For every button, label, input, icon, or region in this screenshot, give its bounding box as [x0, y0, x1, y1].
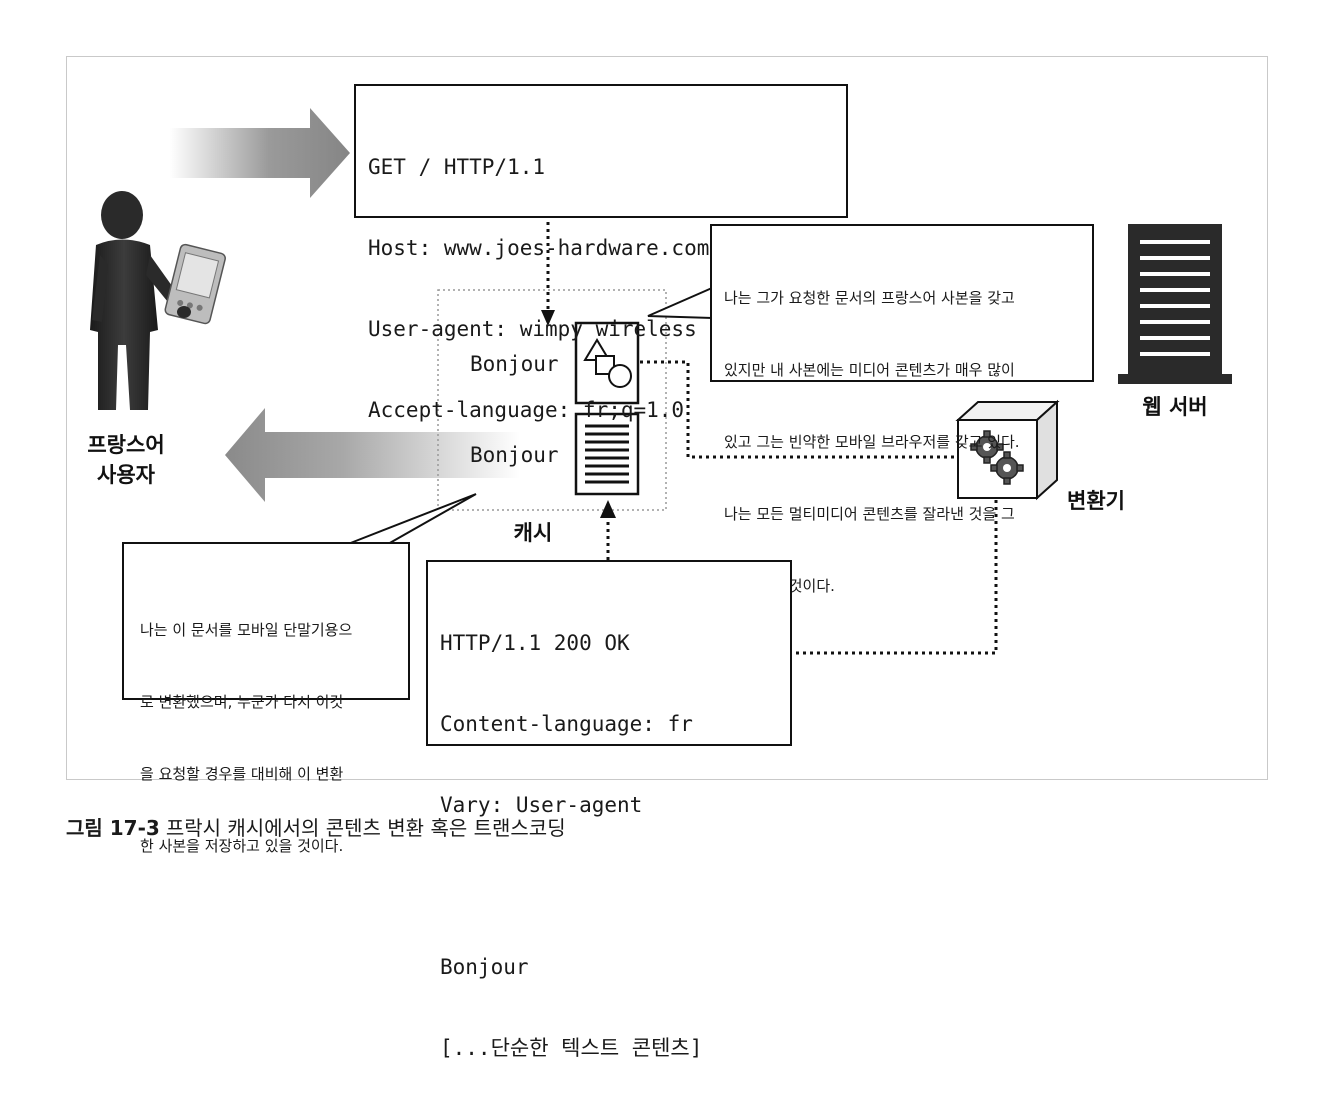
multimedia-document-icon: [574, 321, 640, 405]
transcoder-label: 변환기: [1067, 489, 1125, 513]
user-label: 프랑스어 사용자: [76, 430, 176, 490]
user-label-line2: 사용자: [97, 463, 155, 487]
stored-note-line: 을 요청할 경우를 대비해 이 변환: [140, 765, 344, 783]
response-body-line: Bonjour: [440, 955, 529, 979]
gears-box-icon: [955, 399, 1060, 501]
cache-label: 캐시: [513, 521, 553, 545]
text-document-icon: [574, 412, 640, 496]
user-label-line1: 프랑스어: [87, 433, 165, 457]
diagram-graphics: [90, 108, 1232, 655]
response-body-line: [...단순한 텍스트 콘텐츠]: [440, 1036, 703, 1060]
cache-note-line: 있고 그는 빈약한 모바일 브라우저를 갖고 있다.: [724, 433, 1020, 451]
request-message-box: GET / HTTP/1.1 Host: www.joes-hardware.c…: [354, 84, 848, 422]
stored-note-line: 로 변환했으며, 누군가 다시 이것: [140, 693, 344, 711]
response-message-box: HTTP/1.1 200 OK Content-language: fr Var…: [426, 560, 792, 1060]
cache-note-line: 있지만 내 사본에는 미디어 콘텐츠가 매우 많이: [724, 361, 1015, 379]
response-vary-header: Vary: User-agent: [440, 793, 643, 817]
cache-note-line: 나는 모든 멀티미디어 콘텐츠를 잘라낸 것을 그: [724, 505, 1015, 523]
web-server-icon: [1118, 224, 1232, 384]
response-blank-line: [440, 873, 790, 900]
plain-document-label: Bonjour: [470, 443, 559, 467]
cache-note-line: 나는 그가 요청한 문서의 프랑스어 사본을 갖고: [724, 289, 1015, 307]
stored-note-pointer: [347, 493, 477, 545]
response-flow-arrow: [225, 408, 520, 502]
request-flow-arrow: [170, 108, 350, 198]
stored-note-line: 나는 이 문서를 모바일 단말기용으: [140, 621, 353, 639]
response-status-line: HTTP/1.1 200 OK: [440, 631, 630, 655]
cache-note-box: 나는 그가 요청한 문서의 프랑스어 사본을 갖고 있지만 내 사본에는 미디어…: [710, 224, 1094, 595]
cache-area: [437, 289, 667, 511]
figure-number: 그림 17-3: [66, 816, 160, 840]
rich-document-label: Bonjour: [470, 352, 559, 376]
request-host-header: Host: www.joes-hardware.com: [368, 236, 710, 260]
request-accept-language-header: Accept-language: fr;q=1.0: [368, 398, 685, 422]
response-content-language-header: Content-language: fr: [440, 712, 693, 736]
figure-caption-text: 프락시 캐시에서의 콘텐츠 변환 혹은 트랜스코딩: [165, 816, 566, 840]
web-server-label: 웹 서버: [1142, 395, 1208, 419]
stored-note-line: 한 사본을 저장하고 있을 것이다.: [140, 837, 344, 855]
person-with-pda-icon: [90, 191, 226, 410]
stored-note-box: 나는 이 문서를 모바일 단말기용으 로 변환했으며, 누군가 다시 이것 을 …: [122, 542, 410, 855]
request-line: GET / HTTP/1.1: [368, 155, 546, 179]
